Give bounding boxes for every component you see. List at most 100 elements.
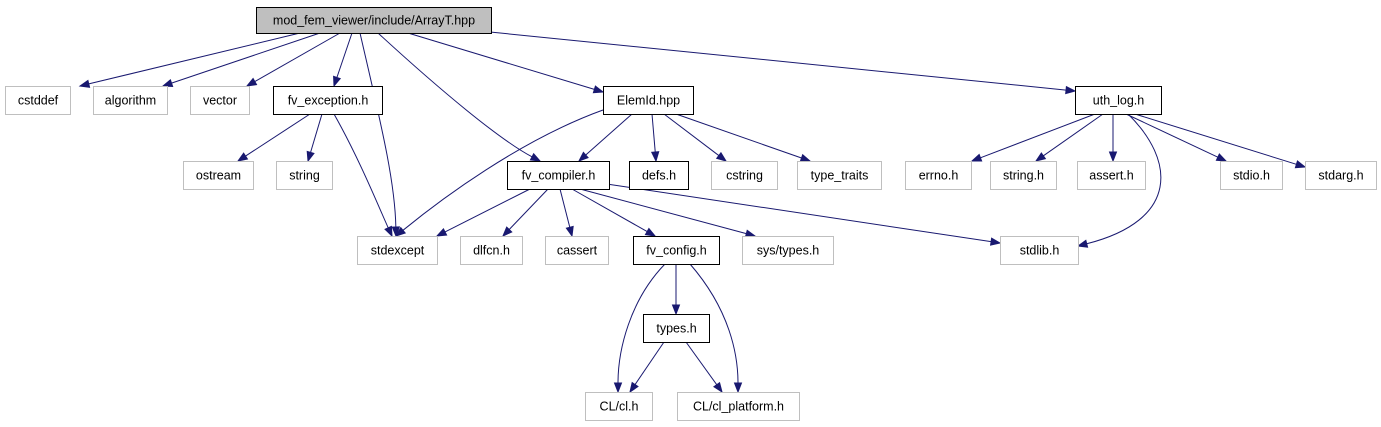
edge-line — [359, 32, 397, 228]
node-label: stdarg.h — [1318, 168, 1363, 182]
node-stdio_h[interactable]: stdio.h — [1220, 161, 1283, 190]
node-uth_log[interactable]: uth_log.h — [1075, 86, 1162, 115]
edge-line — [245, 113, 311, 157]
arrowhead-icon — [799, 153, 812, 162]
edge-uth_log-to-stdlib_h — [1076, 113, 1162, 248]
arrowhead-icon — [1215, 153, 1228, 162]
node-box — [742, 236, 834, 265]
edge-fv_config-to-cl_platform — [689, 263, 743, 394]
node-label: vector — [203, 93, 237, 107]
edge-uth_log-to-errno — [970, 113, 1096, 162]
edge-arrayt-to-uth_log — [489, 31, 1077, 95]
node-label: dlfcn.h — [473, 243, 510, 257]
edge-fv_compiler-to-dlfcn — [502, 188, 549, 237]
node-box — [711, 161, 778, 190]
node-dlfcn[interactable]: dlfcn.h — [460, 236, 523, 265]
arrowhead-icon — [245, 77, 258, 87]
node-label: stdio.h — [1233, 168, 1270, 182]
node-defs[interactable]: defs.h — [629, 161, 689, 190]
arrowhead-icon — [613, 382, 623, 394]
node-ostream[interactable]: ostream — [183, 161, 254, 190]
edge-arrayt-to-elemid — [407, 32, 605, 94]
arrowhead-icon — [394, 226, 407, 237]
edge-line — [663, 113, 720, 156]
node-string_h[interactable]: string.h — [990, 161, 1057, 190]
node-label: CL/cl.h — [600, 399, 639, 413]
node-types_h[interactable]: types.h — [643, 314, 710, 343]
node-errno[interactable]: errno.h — [905, 161, 972, 190]
node-cl_platform[interactable]: CL/cl_platform.h — [677, 392, 800, 421]
node-box — [183, 161, 254, 190]
node-type_traits[interactable]: type_traits — [797, 161, 882, 190]
node-assert_h[interactable]: assert.h — [1077, 161, 1146, 190]
edge-fv_compiler-to-stdlib_h — [599, 182, 1002, 246]
node-label: cstddef — [18, 93, 59, 107]
edge-line — [310, 113, 323, 153]
node-cstring[interactable]: cstring — [711, 161, 778, 190]
node-cstddef[interactable]: cstddef — [5, 86, 71, 115]
node-vector[interactable]: vector — [190, 86, 250, 115]
arrowhead-icon — [333, 75, 342, 88]
node-label: fv_config.h — [646, 243, 707, 257]
node-box — [545, 236, 609, 265]
node-string[interactable]: string — [276, 161, 333, 190]
node-cassert[interactable]: cassert — [545, 236, 609, 265]
arrowhead-icon — [644, 227, 657, 237]
node-box — [276, 161, 333, 190]
node-stdlib_h[interactable]: stdlib.h — [1000, 236, 1079, 265]
edge-line — [579, 188, 747, 235]
edge-arrayt-to-algorithm — [161, 32, 321, 87]
edge-line — [444, 188, 531, 233]
node-box — [633, 236, 720, 265]
node-label: types.h — [656, 321, 696, 335]
edge-elemid-to-stdexcept — [394, 109, 604, 237]
node-fv_exception[interactable]: fv_exception.h — [273, 86, 383, 115]
edge-line — [599, 182, 992, 243]
edge-line — [402, 109, 604, 231]
node-box — [273, 86, 383, 115]
node-box — [190, 86, 250, 115]
node-stdarg_h[interactable]: stdarg.h — [1305, 161, 1377, 190]
edge-fv_compiler-to-cassert — [559, 188, 574, 238]
edge-line — [585, 113, 633, 156]
arrowhead-icon — [577, 151, 589, 162]
node-label: sys/types.h — [757, 243, 820, 257]
arrowhead-icon — [391, 226, 401, 238]
nodes-layer: mod_fem_viewer/include/ArrayT.hppcstddef… — [5, 7, 1377, 421]
edge-fv_compiler-to-stdexcept — [435, 188, 531, 237]
edge-line — [171, 32, 321, 84]
node-box — [256, 7, 492, 34]
edge-line — [559, 188, 571, 228]
arrowhead-icon — [733, 382, 743, 394]
arrowhead-icon — [435, 227, 448, 237]
arrowhead-icon — [715, 151, 728, 162]
node-label: ElemId.hpp — [617, 93, 680, 107]
edge-fv_exception-to-ostream — [236, 113, 311, 162]
arrowhead-icon — [502, 226, 513, 237]
arrowhead-icon — [529, 152, 542, 162]
edge-elemid-to-type_traits — [675, 113, 812, 162]
edge-line — [1134, 113, 1297, 165]
node-fv_config[interactable]: fv_config.h — [633, 236, 720, 265]
node-elemid[interactable]: ElemId.hpp — [603, 86, 694, 115]
node-box — [1075, 86, 1162, 115]
edge-uth_log-to-string_h — [1034, 113, 1104, 162]
node-box — [357, 236, 438, 265]
node-box — [1305, 161, 1377, 190]
node-cl_cl[interactable]: CL/cl.h — [585, 392, 653, 421]
edge-elemid-to-fv_compiler — [577, 113, 633, 162]
node-label: uth_log.h — [1093, 93, 1144, 107]
edge-line — [407, 32, 595, 90]
arrowhead-icon — [650, 151, 660, 163]
node-stdexcept[interactable]: stdexcept — [357, 236, 438, 265]
edge-fv_config-to-types_h — [671, 264, 681, 316]
arrowhead-icon — [671, 304, 681, 316]
node-arrayt[interactable]: mod_fem_viewer/include/ArrayT.hpp — [256, 7, 492, 34]
node-sys_types[interactable]: sys/types.h — [742, 236, 834, 265]
node-fv_compiler[interactable]: fv_compiler.h — [507, 161, 610, 190]
node-box — [677, 392, 800, 421]
node-label: assert.h — [1089, 168, 1134, 182]
node-algorithm[interactable]: algorithm — [93, 86, 168, 115]
node-label: cstring — [726, 168, 763, 182]
edge-line — [1125, 113, 1219, 158]
